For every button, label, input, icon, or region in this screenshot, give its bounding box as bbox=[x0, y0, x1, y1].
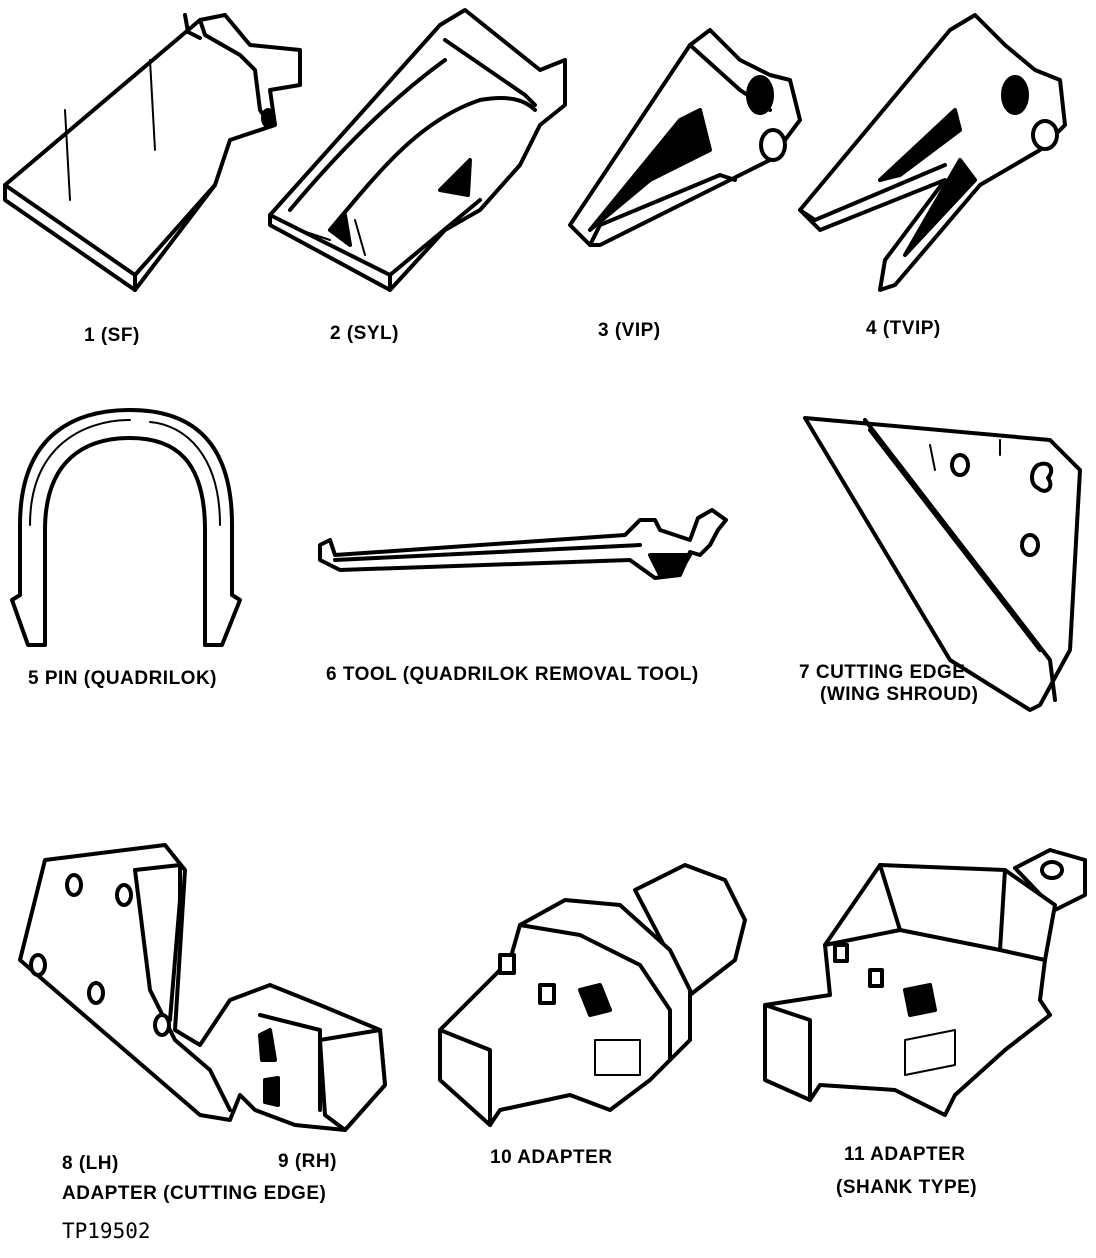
adapter-icon bbox=[438, 863, 747, 1127]
tooth-sf-icon bbox=[3, 13, 302, 292]
cutting-edge-adapter-icon bbox=[18, 843, 387, 1132]
part-label-tool: 6 TOOL (QUADRILOK REMOVAL TOOL) bbox=[326, 664, 699, 685]
tooth-tvip-icon bbox=[798, 13, 1067, 292]
part-label-adapter-rh: 9 (RH) bbox=[278, 1151, 337, 1172]
part-label-shank-adapter: 11 ADAPTER bbox=[844, 1144, 966, 1165]
part-label-vip: 3 (VIP) bbox=[598, 320, 661, 341]
part-label-shank-type: (SHANK TYPE) bbox=[836, 1177, 978, 1198]
quadrilok-pin-icon bbox=[10, 408, 242, 647]
shank-type-adapter-icon bbox=[763, 848, 1087, 1117]
part-label-cutting-edge: 7 CUTTING EDGE bbox=[799, 662, 966, 683]
tooth-vip-icon bbox=[568, 28, 802, 247]
part-label-syl: 2 (SYL) bbox=[330, 323, 399, 344]
part-label-adapter: 10 ADAPTER bbox=[490, 1147, 613, 1168]
part-label-wing-shroud: (WING SHROUD) bbox=[820, 684, 979, 705]
part-label-adapter-lh: 8 (LH) bbox=[62, 1153, 119, 1174]
figure-code: TP19502 bbox=[62, 1219, 151, 1243]
wing-shroud-cutting-edge-icon bbox=[803, 416, 1082, 712]
part-label-tvip: 4 (TVIP) bbox=[866, 318, 941, 339]
part-label-adapter-cutting-edge: ADAPTER (CUTTING EDGE) bbox=[62, 1183, 327, 1204]
part-label-pin: 5 PIN (QUADRILOK) bbox=[28, 668, 217, 689]
quadrilok-removal-tool-icon bbox=[318, 508, 728, 580]
tooth-syl-icon bbox=[268, 8, 567, 292]
part-label-sf: 1 (SF) bbox=[84, 325, 140, 346]
